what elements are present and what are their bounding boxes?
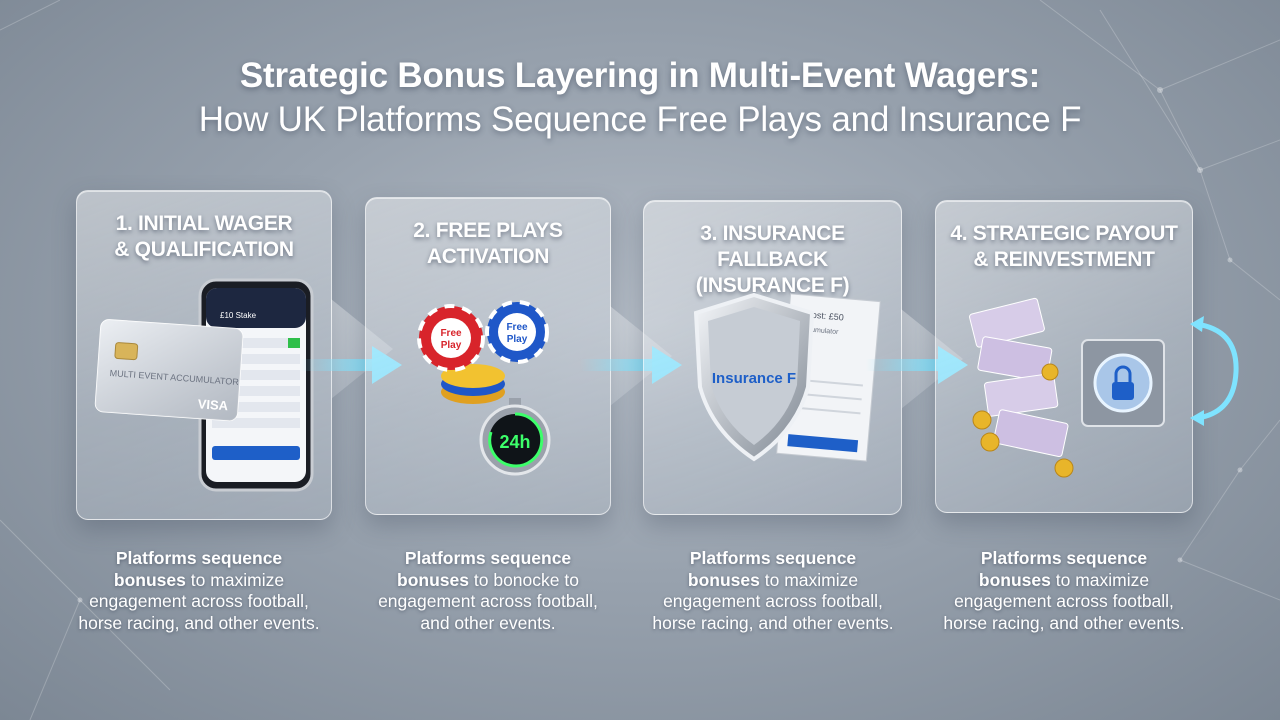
stopwatch-icon: 24h xyxy=(479,398,551,476)
svg-text:Free: Free xyxy=(506,322,528,333)
banknotes-icon xyxy=(969,297,1069,458)
title-line-2: How UK Platforms Sequence Free Plays and… xyxy=(198,100,1082,139)
svg-text:£10 Stake: £10 Stake xyxy=(220,311,257,320)
gold-coins-icon xyxy=(972,363,1074,478)
step-4-desc-line-4: horse racing, and other events. xyxy=(943,612,1185,633)
step-1-card: 1. INITIAL WAGER & QUALIFICATION £10 Sta… xyxy=(76,190,393,520)
svg-text:Insurance F: Insurance F xyxy=(712,370,796,387)
step-2-desc-rest: to bonocke to xyxy=(473,569,579,590)
step-2-label: 2. FREE PLAYS ACTIVATION xyxy=(366,218,610,270)
svg-text:Lost: £50: Lost: £50 xyxy=(806,309,844,322)
reinvestment-cycle-icon xyxy=(1190,316,1239,426)
step-3-desc-line-3: engagement across football, xyxy=(663,591,883,611)
poker-chip-icon: Free Play Free Play xyxy=(417,300,549,404)
step-4-desc-rest: to maximize xyxy=(1055,569,1150,590)
svg-text:VISA: VISA xyxy=(197,396,229,413)
step-4-desc-line-3: engagement across football, xyxy=(954,591,1174,611)
vault-lock-icon xyxy=(1081,339,1165,427)
step-1-desc-rest: to maximize xyxy=(190,569,285,590)
step-3-label-line-2: (INSURANCE F) xyxy=(695,274,850,297)
step-3-desc-bold-1: Platforms sequence xyxy=(689,548,857,568)
step-4-label-line-2: & REINVESTMENT xyxy=(973,248,1155,271)
step-3-desc-bold-2: bonuses xyxy=(687,569,760,590)
step-2-desc-line-3: engagement across football, xyxy=(378,591,598,611)
svg-text:Free: Free xyxy=(440,328,462,339)
step-2-label-line-2: ACTIVATION xyxy=(426,245,550,268)
step-3-desc-rest: to maximize xyxy=(764,569,859,590)
step-1-label-line-2: & QUALIFICATION xyxy=(114,238,294,261)
svg-text:Play: Play xyxy=(441,340,462,351)
free-play-chips-illustration: Free Play Free Play 24h xyxy=(417,300,551,476)
step-1-description: Platforms sequence bonuses to maximize e… xyxy=(59,548,339,634)
payout-vault-illustration xyxy=(969,297,1165,478)
step-4-label-line-1: 4. STRATEGIC PAYOUT xyxy=(950,222,1178,245)
svg-text:Accumulator: Accumulator xyxy=(799,326,839,336)
step-4-description: Platforms sequence bonuses to maximize e… xyxy=(924,548,1204,634)
step-2-desc-bold-1: Platforms sequence xyxy=(404,548,572,568)
step-4-desc-bold-1: Platforms sequence xyxy=(980,548,1148,568)
step-3-desc-line-4: horse racing, and other events. xyxy=(652,612,894,633)
svg-text:24h: 24h xyxy=(499,432,530,452)
credit-card-icon: MULTI EVENT ACCUMULATOR VISA xyxy=(94,319,244,422)
step-1-desc-line-3: engagement across football, xyxy=(89,591,309,611)
insurance-shield-illustration: Lost: £50 Accumulator Insurance F xyxy=(693,292,881,462)
flow-arrow-1 xyxy=(300,346,402,384)
step-1-label-line-1: 1. INITIAL WAGER xyxy=(115,212,293,235)
step-3-label-line-1: 3. INSURANCE FALLBACK xyxy=(700,222,845,271)
svg-text:Play: Play xyxy=(507,334,528,345)
step-2-label-line-1: 2. FREE PLAYS xyxy=(413,219,563,242)
step-4-card: 4. STRATEGIC PAYOUT & REINVESTMENT xyxy=(935,200,1193,513)
flow-arrow-3 xyxy=(866,346,968,384)
step-2-description: Platforms sequence bonuses to bonocke to… xyxy=(348,548,628,634)
step-1-desc-bold-1: Platforms sequence xyxy=(115,548,283,568)
step-2-card: 2. FREE PLAYS ACTIVATION Free Play Free … xyxy=(365,197,672,515)
step-3-label: 3. INSURANCE FALLBACK (INSURANCE F) xyxy=(644,221,901,299)
step-4-desc-bold-2: bonuses xyxy=(978,569,1051,590)
page-title: Strategic Bonus Layering in Multi-Event … xyxy=(0,54,1280,142)
step-1-label: 1. INITIAL WAGER & QUALIFICATION xyxy=(77,211,331,263)
step-3-card: 3. INSURANCE FALLBACK (INSURANCE F) Lost… xyxy=(643,200,963,515)
step-3-description: Platforms sequence bonuses to maximize e… xyxy=(633,548,913,634)
wager-phone-and-card-illustration: £10 Stake MULTI EVENT ACCUMULATOR VISA xyxy=(94,278,314,492)
step-2-desc-line-4: and other events. xyxy=(420,612,556,633)
title-line-1: Strategic Bonus Layering in Multi-Event … xyxy=(239,56,1041,95)
step-2-desc-bold-2: bonuses xyxy=(397,569,469,590)
step-1-desc-line-4: horse racing, and other events. xyxy=(78,612,320,633)
step-4-label: 4. STRATEGIC PAYOUT & REINVESTMENT xyxy=(936,221,1192,273)
shield-icon: Insurance F xyxy=(693,292,815,462)
step-1-desc-bold-2: bonuses xyxy=(113,569,186,590)
flow-arrow-2 xyxy=(580,346,682,384)
